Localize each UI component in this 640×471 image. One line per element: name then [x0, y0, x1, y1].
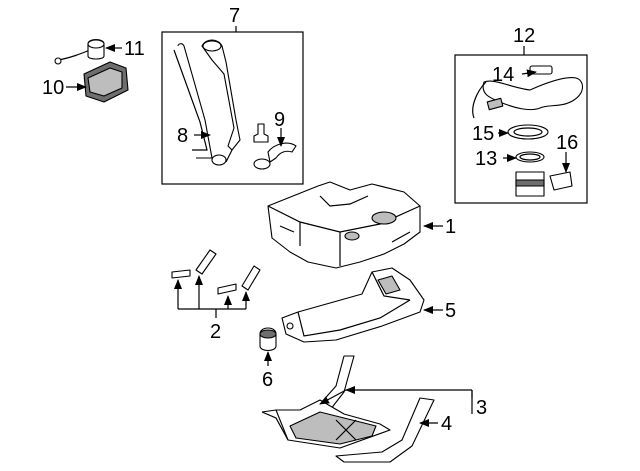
callout-12: 12 [513, 25, 535, 47]
fuel-tank [267, 181, 421, 269]
callout-14: 14 [492, 64, 514, 86]
brackets-2 [171, 249, 261, 295]
fuel-cap-group [54, 38, 105, 65]
callout-7: 7 [229, 5, 240, 27]
vent-tube [177, 43, 213, 159]
leader-lines [66, 26, 570, 427]
bracket-c [217, 283, 237, 295]
callout-9: 9 [274, 109, 285, 131]
bolt [253, 123, 269, 143]
callout-15: 15 [472, 123, 494, 145]
pump-bracket [549, 171, 573, 191]
callout-2: 2 [210, 321, 221, 343]
hose-clamp [211, 154, 227, 166]
cap-tether [57, 49, 91, 61]
filler-neck-opening [202, 40, 222, 52]
fuel-cap-top [87, 39, 105, 49]
callout-5: 5 [445, 300, 456, 322]
filler-pipe-box [161, 31, 304, 185]
callout-1: 1 [445, 216, 456, 238]
fuel-pump-box [454, 54, 588, 204]
filler-hose [267, 142, 297, 163]
callout-3: 3 [476, 397, 487, 419]
callout-16: 16 [556, 132, 578, 154]
callout-8: 8 [177, 125, 188, 147]
callout-13: 13 [475, 148, 497, 170]
bracket-b [195, 249, 217, 275]
hose-clamp-2 [253, 158, 271, 170]
bracket-a [171, 269, 191, 279]
fuel-tank-body [267, 181, 421, 269]
tank-strap-right [335, 397, 435, 463]
callout-labels: 1 2 3 4 5 6 7 8 9 10 11 12 13 14 15 16 [42, 5, 578, 435]
sender-wire [472, 81, 487, 119]
tank-shield [281, 267, 425, 343]
bracket-d [241, 265, 261, 291]
tank-sender-port [371, 211, 397, 225]
straps-and-shield [261, 355, 435, 463]
callout-10: 10 [42, 77, 64, 99]
fuel-pump-group [454, 54, 588, 204]
isolator [259, 327, 277, 352]
callout-4: 4 [441, 413, 452, 435]
fuel-door-housing [83, 61, 129, 103]
callout-6: 6 [262, 369, 273, 391]
tether-ring [54, 57, 62, 65]
filler-neck [201, 39, 241, 151]
sender-label [486, 97, 504, 111]
filler-pipe-group [161, 31, 304, 185]
callout-11: 11 [124, 38, 145, 60]
tank-vent-port [344, 231, 360, 241]
